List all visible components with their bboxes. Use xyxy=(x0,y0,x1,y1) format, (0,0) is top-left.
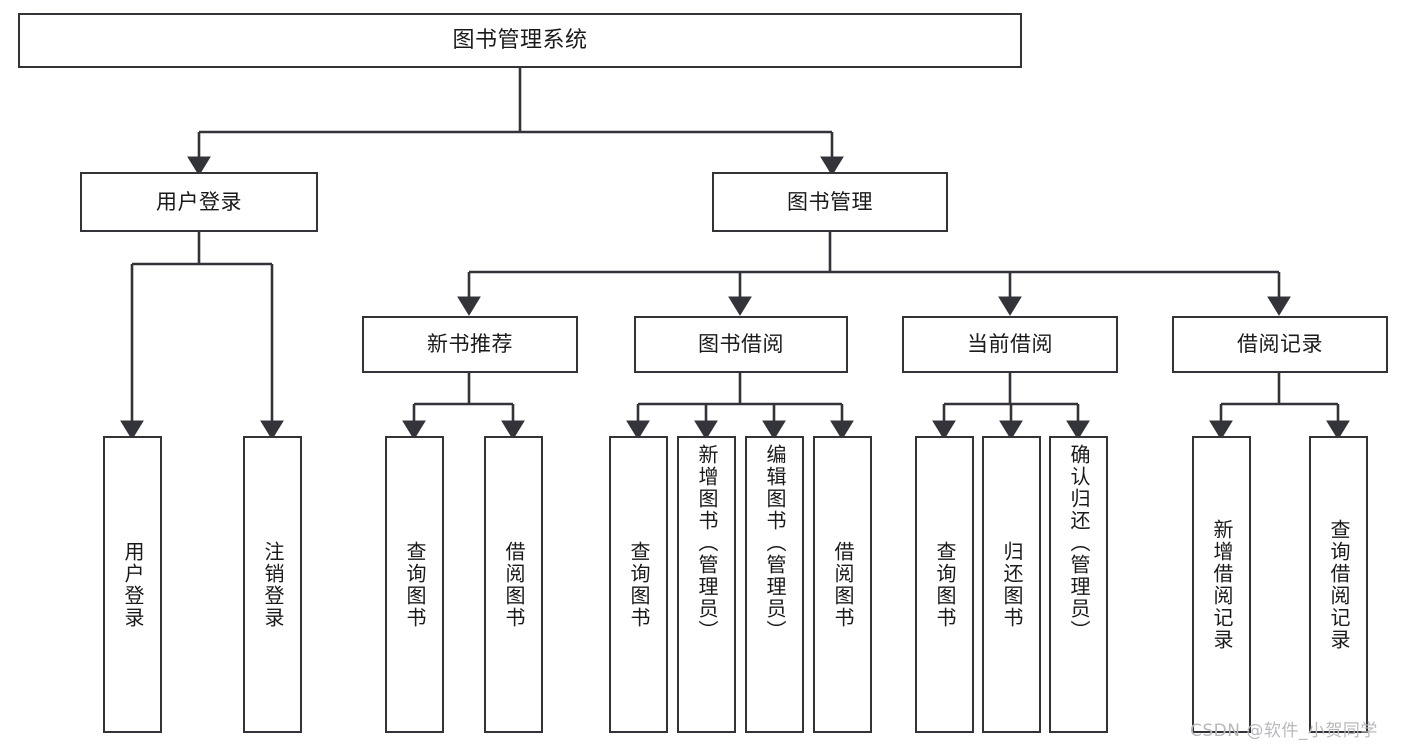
leaf-book-borrow-edit-book-admin[interactable]: 编辑图书（管理员） xyxy=(745,436,804,733)
leaf-borrow-record-query-record[interactable]: 查询借阅记录 xyxy=(1309,436,1368,733)
leaf-book-borrow-borrow-book[interactable]: 借阅图书 xyxy=(813,436,872,733)
leaf-user-login-logout[interactable]: 注销登录 xyxy=(243,436,302,733)
node-label: 图书管理系统 xyxy=(452,27,588,53)
node-current-borrow[interactable]: 当前借阅 xyxy=(902,316,1118,373)
node-label: 编辑图书（管理员） xyxy=(763,444,787,642)
node-borrow-record[interactable]: 借阅记录 xyxy=(1172,316,1388,373)
node-label: 图书借阅 xyxy=(698,332,784,357)
leaf-user-login-login[interactable]: 用户登录 xyxy=(103,436,162,733)
leaf-new-book-query-book[interactable]: 查询图书 xyxy=(385,436,444,733)
node-label: 确认归还（管理员） xyxy=(1067,444,1091,642)
node-label: 归还图书 xyxy=(1000,540,1024,629)
node-label: 注销登录 xyxy=(261,540,285,629)
node-label: 用户登录 xyxy=(156,189,242,214)
node-label: 当前借阅 xyxy=(967,332,1053,357)
node-book-management[interactable]: 图书管理 xyxy=(712,172,948,232)
leaf-current-borrow-return-book[interactable]: 归还图书 xyxy=(982,436,1041,733)
leaf-new-book-borrow-book[interactable]: 借阅图书 xyxy=(484,436,543,733)
leaf-current-borrow-query-book[interactable]: 查询图书 xyxy=(915,436,974,733)
leaf-book-borrow-add-book-admin[interactable]: 新增图书（管理员） xyxy=(677,436,736,733)
node-label: 新书推荐 xyxy=(427,332,513,357)
node-label: 用户登录 xyxy=(121,540,145,629)
node-label: 查询借阅记录 xyxy=(1327,518,1351,651)
node-label: 借阅记录 xyxy=(1237,332,1323,357)
csdn-watermark: CSDN @软件_小贺同学 xyxy=(1190,721,1378,741)
node-root-book-management-system[interactable]: 图书管理系统 xyxy=(18,13,1022,68)
leaf-book-borrow-query-book[interactable]: 查询图书 xyxy=(609,436,668,733)
node-user-login[interactable]: 用户登录 xyxy=(80,172,318,232)
node-label: 查询图书 xyxy=(403,540,427,629)
node-label: 查询图书 xyxy=(627,540,651,629)
leaf-current-borrow-confirm-return-admin[interactable]: 确认归还（管理员） xyxy=(1049,436,1108,733)
leaf-borrow-record-add-record[interactable]: 新增借阅记录 xyxy=(1192,436,1251,733)
node-label: 图书管理 xyxy=(787,189,873,214)
node-label: 查询图书 xyxy=(933,540,957,629)
node-label: 借阅图书 xyxy=(831,540,855,629)
node-book-borrow[interactable]: 图书借阅 xyxy=(634,316,848,373)
node-label: 借阅图书 xyxy=(502,540,526,629)
node-label: 新增借阅记录 xyxy=(1210,518,1234,651)
node-label: 新增图书（管理员） xyxy=(695,444,719,642)
node-new-book-recommend[interactable]: 新书推荐 xyxy=(362,316,578,373)
